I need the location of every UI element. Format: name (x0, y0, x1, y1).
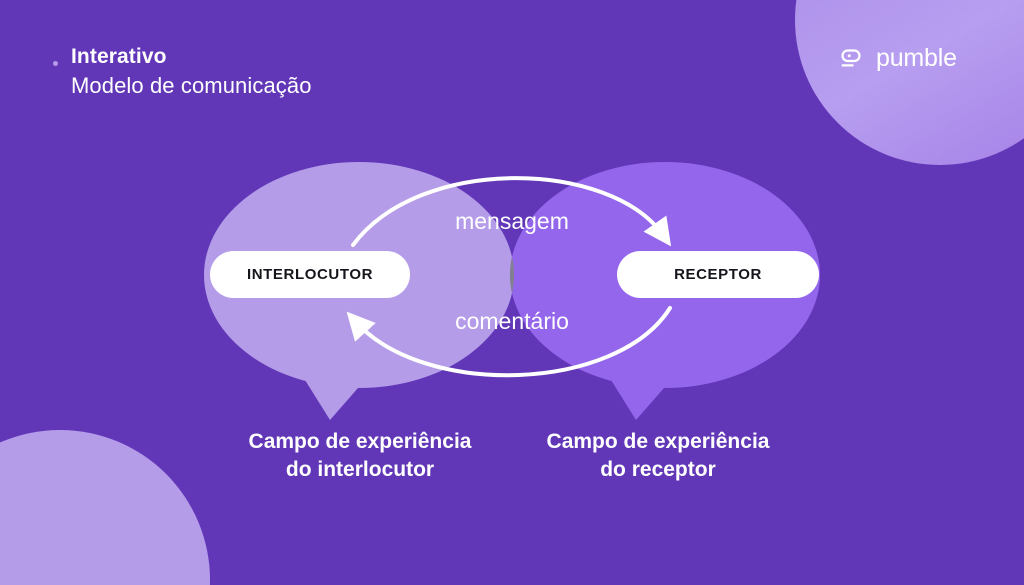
receiver-field-caption-line1: Campo de experiência (546, 430, 770, 453)
page-title: Interativo (71, 45, 167, 68)
brand-logo: pumble (840, 44, 957, 73)
header: Interativo Modelo de comunicação (49, 46, 312, 97)
node-sender[interactable]: INTERLOCUTOR (210, 251, 410, 298)
node-sender-label: INTERLOCUTOR (246, 266, 374, 283)
message-arrow (351, 176, 672, 247)
node-receiver-label: RECEPTOR (674, 266, 762, 283)
bullet-dot-icon (53, 61, 58, 66)
brand-name: pumble (876, 44, 957, 72)
feedback-label: comentário (455, 308, 569, 334)
receiver-field-caption-line2: do receptor (600, 457, 716, 481)
node-receiver[interactable]: RECEPTOR (617, 251, 819, 298)
pumble-speech-bubble-icon (841, 48, 861, 66)
sender-field-caption-line2: do interlocutor (285, 457, 435, 481)
message-label: mensagem (455, 208, 569, 234)
sender-field-caption-line1: Campo de experiência (248, 430, 472, 453)
page-subtitle: Modelo de comunicação (71, 73, 312, 98)
receiver-field-caption: Campo de experiência do receptor (498, 428, 818, 484)
sender-field-caption: Campo de experiência do interlocutor (200, 428, 520, 484)
feedback-arrow (346, 306, 672, 378)
